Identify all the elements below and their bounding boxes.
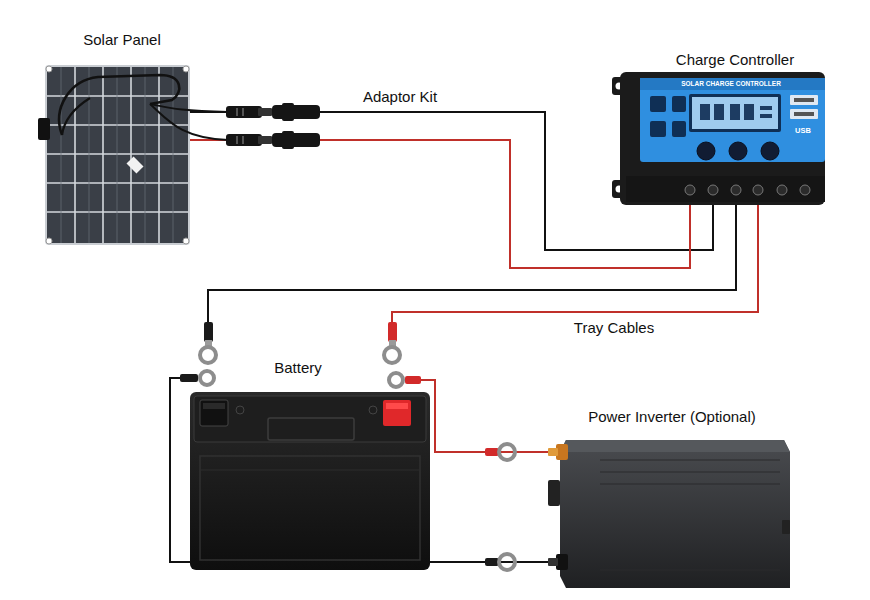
charge-controller-picture bbox=[612, 72, 825, 205]
component-title: Solar Panel bbox=[83, 31, 161, 49]
panel-text: USB bbox=[795, 126, 811, 136]
ring-lugs bbox=[180, 322, 515, 570]
component-title: Battery bbox=[274, 359, 322, 377]
wire-label: Tray Cables bbox=[571, 319, 657, 337]
solar-panel-picture bbox=[38, 66, 228, 244]
wire-label: Adaptor Kit bbox=[360, 88, 440, 106]
battery-picture bbox=[190, 392, 430, 570]
component: Charge Controller bbox=[612, 72, 825, 205]
wire-pair bbox=[208, 205, 758, 322]
wire bbox=[392, 205, 758, 322]
wire bbox=[208, 205, 736, 322]
component: Battery bbox=[190, 390, 430, 570]
inverter-picture bbox=[548, 440, 790, 588]
component-title: Charge Controller bbox=[676, 51, 794, 69]
component: Solar Panel bbox=[45, 65, 190, 245]
mc4-connectors bbox=[226, 103, 320, 149]
wire bbox=[190, 140, 690, 268]
component: Power Inverter (Optional) bbox=[560, 435, 790, 590]
wire bbox=[420, 380, 560, 452]
panel-text: SOLAR CHARGE CONTROLLER bbox=[681, 80, 781, 89]
component-title: Power Inverter (Optional) bbox=[588, 408, 756, 426]
